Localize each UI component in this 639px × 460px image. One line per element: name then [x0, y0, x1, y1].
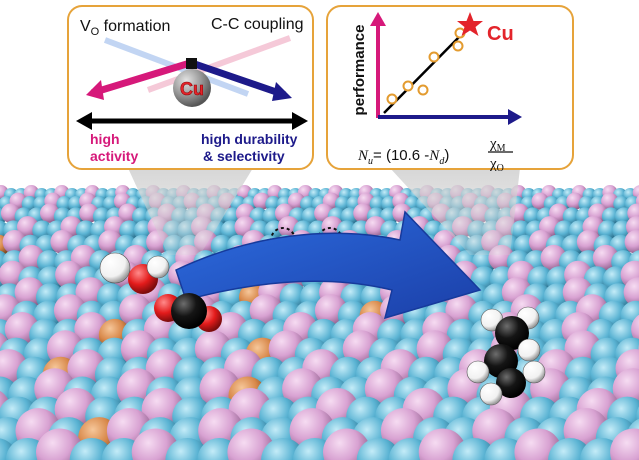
hydrogen-atom: [479, 382, 503, 406]
tradeoff-axis-left-head: [76, 112, 92, 130]
y-axis-arrowhead: [370, 12, 386, 26]
reaction-arrow: [175, 210, 482, 320]
high-activity-label: high: [90, 131, 120, 147]
selectivity-arrowhead: [272, 82, 292, 101]
fraction-numerator: χM: [489, 136, 506, 154]
data-point: [402, 80, 414, 92]
selectivity-arrow: [190, 59, 287, 99]
x-axis-arrowhead: [508, 109, 522, 125]
reactant-molecules: [99, 252, 222, 332]
hydrogen-atom: [146, 255, 170, 279]
oxide-surface: [0, 185, 639, 460]
high-durability-label: high durability: [201, 131, 298, 147]
right-panel: performance Cu Nu= (10.6 -Nd) χM χO: [326, 5, 574, 174]
hydrogen-atom: [522, 360, 546, 384]
carbon-atom: [495, 316, 529, 350]
data-point: [428, 51, 440, 63]
equation: Nu= (10.6 -Nd): [357, 147, 449, 167]
trend-line: [383, 28, 468, 114]
cu-point-label: Cu: [487, 23, 514, 45]
cc-trend-line: [146, 35, 292, 93]
data-point: [452, 40, 464, 52]
left-panel-callout-cone: [128, 168, 253, 255]
vo-formation-label: VO formation: [80, 18, 170, 38]
cu-atom: [173, 69, 211, 107]
surface-atom-pink: [610, 428, 639, 460]
y-axis-label: performance: [351, 25, 368, 116]
hydrogen-atom: [466, 360, 490, 384]
right-panel-frame: [326, 5, 574, 170]
hydrogen-atom: [517, 338, 541, 362]
high-activity-label-2: activity: [90, 148, 138, 164]
carbon-atom: [496, 368, 526, 398]
data-point: [386, 93, 398, 105]
high-selectivity-label: & selectivity: [203, 148, 285, 164]
left-panel: VO formation C-C coupling Cu high activi…: [67, 5, 314, 170]
data-point: [417, 84, 429, 96]
cc-coupling-label: C-C coupling: [211, 16, 303, 33]
pivot-marker: [186, 58, 197, 69]
cu-star-icon: [457, 12, 483, 36]
surface-atom-pink: [623, 277, 639, 308]
carbon-atom: [171, 293, 207, 329]
fraction-denominator: χO: [489, 156, 504, 174]
activity-arrow: [90, 59, 192, 97]
surface-atom-pink: [624, 230, 639, 254]
product-molecule: [466, 306, 546, 406]
surface-atom-pink: [631, 314, 639, 344]
right-panel-callout-cone: [390, 168, 520, 255]
activity-arrowhead: [86, 80, 104, 100]
hydrogen-atom: [99, 252, 131, 284]
cu-atom-label: Cu: [180, 79, 204, 99]
tradeoff-axis-right-head: [292, 112, 308, 130]
